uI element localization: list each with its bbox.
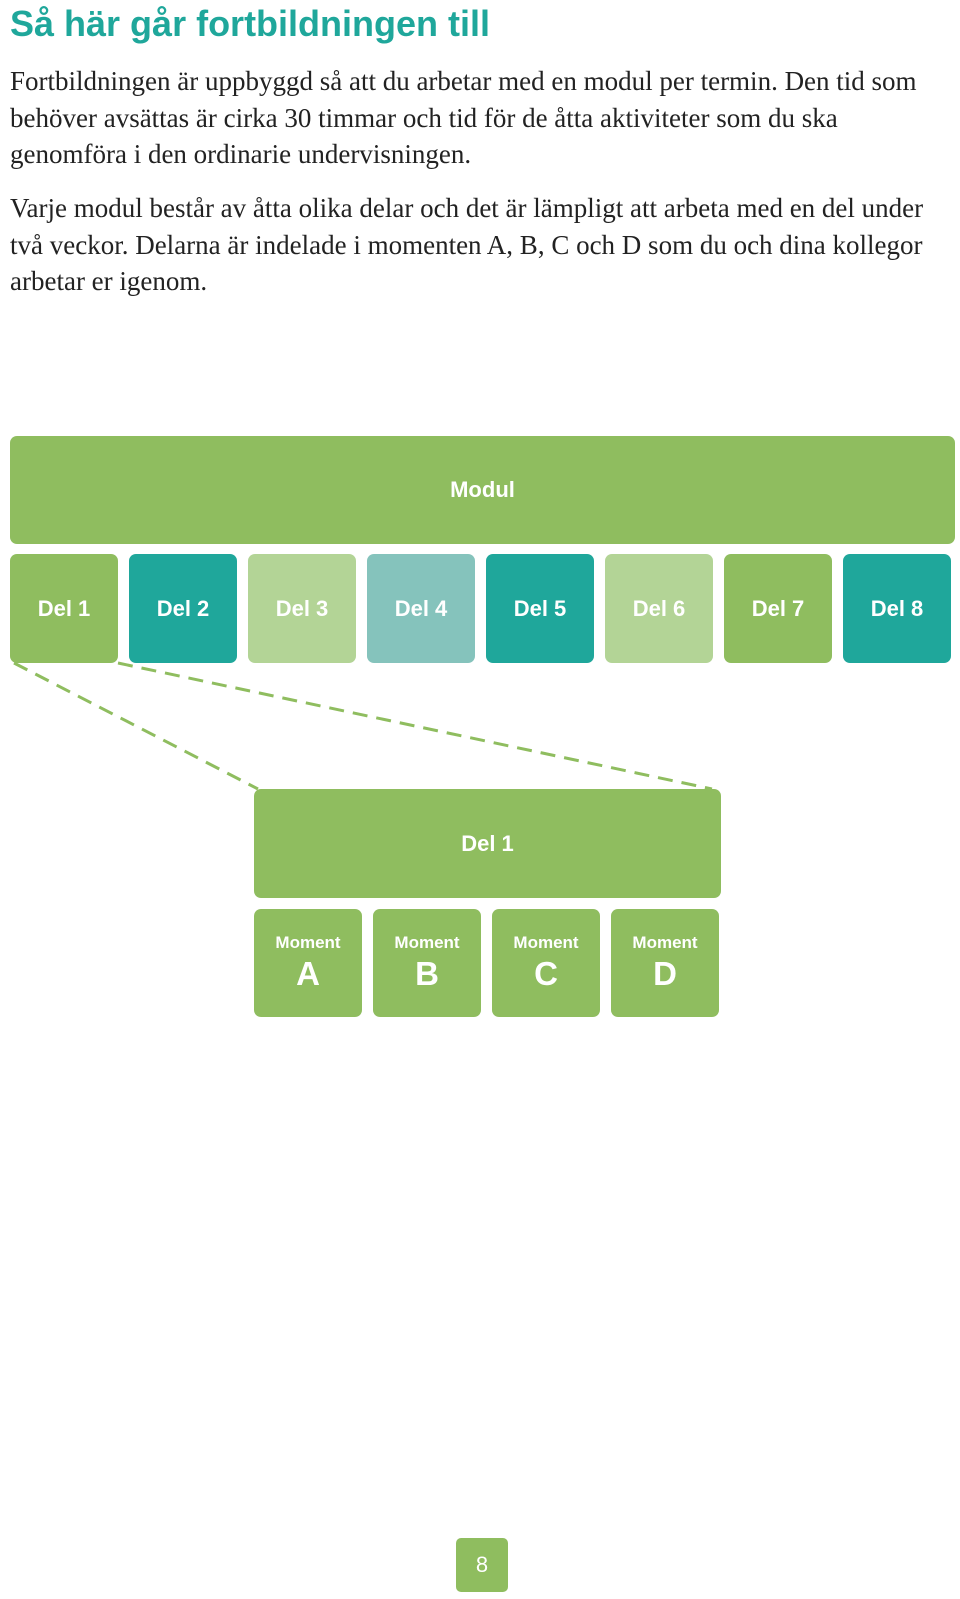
module-box: Modul [10,436,955,544]
moment-letter: C [534,955,558,992]
connector-line-left [13,661,259,791]
part-box-1: Del 1 [10,554,118,663]
connector-line-right [117,661,713,791]
moment-label: Moment [394,933,460,952]
moment-label: Moment [275,933,341,952]
part-box-7: Del 7 [724,554,832,663]
moment-box-b: Moment B [373,909,481,1017]
moment-letter: A [296,955,320,992]
page-number: 8 [456,1538,508,1592]
moment-box-d: Moment D [611,909,719,1017]
expanded-part-box: Del 1 [254,789,721,898]
page-title: Så här går fortbildningen till [10,3,491,44]
part-box-3: Del 3 [248,554,356,663]
part-box-6: Del 6 [605,554,713,663]
moment-label: Moment [513,933,579,952]
moment-label: Moment [632,933,698,952]
moment-letter: D [653,955,677,992]
moment-box-a: Moment A [254,909,362,1017]
moment-letter: B [415,955,439,992]
part-box-4: Del 4 [367,554,475,663]
part-box-5: Del 5 [486,554,594,663]
moment-box-c: Moment C [492,909,600,1017]
module-structure-paragraph: Varje modul består av åtta olika delar o… [10,193,924,296]
intro-paragraph: Fortbildningen är uppbyggd så att du arb… [10,66,917,169]
part-box-8: Del 8 [843,554,951,663]
part-box-2: Del 2 [129,554,237,663]
